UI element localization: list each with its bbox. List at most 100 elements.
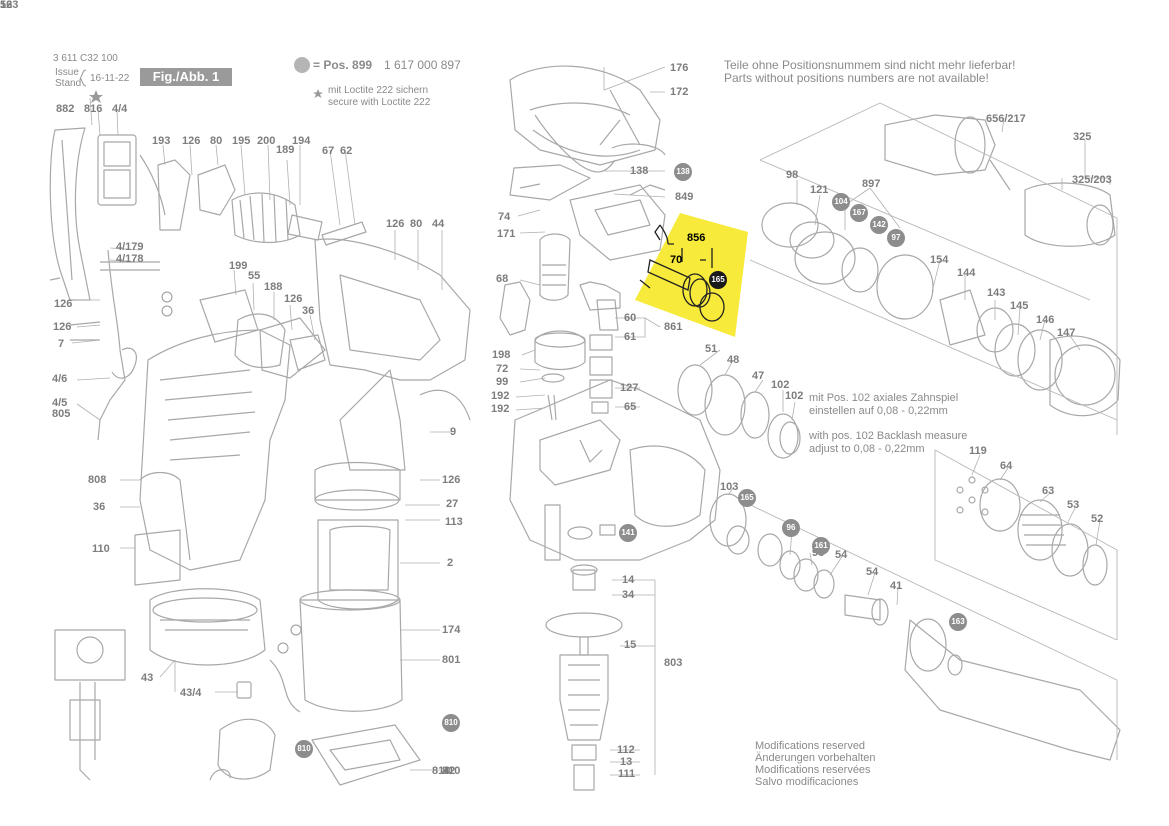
part-label-126: 126 <box>386 218 405 230</box>
part-circle-165-highlighted: 165 <box>709 271 727 289</box>
part-label-145: 145 <box>1010 300 1029 312</box>
part-label-70: 70 <box>670 254 683 266</box>
part-label-856: 856 <box>687 232 706 244</box>
part-label-849: 849 <box>675 191 694 203</box>
part-label-195: 195 <box>232 135 251 147</box>
part-label-897: 897 <box>862 178 881 190</box>
part-circle-104: 104 <box>832 193 850 211</box>
part-label-126: 126 <box>182 135 201 147</box>
backlash-note-en-2: adjust to 0,08 - 0,22mm <box>809 443 925 455</box>
part-circle-163: 163 <box>949 613 967 631</box>
part-label-198: 198 <box>492 349 511 361</box>
part-label-47: 47 <box>752 370 765 382</box>
part-label-171: 171 <box>497 228 516 240</box>
part-label-127: 127 <box>620 382 639 394</box>
part-label-65: 65 <box>624 401 637 413</box>
part-label-4-179: 4/179 <box>116 241 144 253</box>
part-label-54: 54 <box>835 549 848 561</box>
availability-notice-en: Parts without positions numbers are not … <box>724 71 989 85</box>
part-label-176: 176 <box>670 62 689 74</box>
part-label-98: 98 <box>786 169 799 181</box>
modifications-es: Salvo modificaciones <box>755 776 859 788</box>
part-label-15: 15 <box>624 639 637 651</box>
part-label-861: 861 <box>664 321 683 333</box>
part-label-656-217: 656/217 <box>986 113 1026 125</box>
part-label-36: 36 <box>302 305 315 317</box>
part-circle-142: 142 <box>870 216 888 234</box>
part-label-194: 194 <box>292 135 311 147</box>
part-label-63: 63 <box>1042 485 1055 497</box>
part-label-805: 805 <box>52 408 71 420</box>
part-label-119: 119 <box>969 445 987 457</box>
loctite-note-de: mit Loctite 222 sichern <box>328 85 429 96</box>
part-label-126: 126 <box>442 474 461 486</box>
part-circle-165: 165 <box>738 489 756 507</box>
pos-part-number: 1 617 000 897 <box>384 58 461 72</box>
backlash-note-de-2: einstellen auf 0,08 - 0,22mm <box>809 405 948 417</box>
part-label-55: 55 <box>248 270 261 282</box>
part-label-121: 121 <box>810 184 829 196</box>
part-label-199: 199 <box>229 260 248 272</box>
part-label-67: 67 <box>322 145 335 157</box>
part-label-154: 154 <box>930 254 949 266</box>
part-circle-141: 141 <box>619 524 637 542</box>
part-circle-96: 96 <box>782 519 800 537</box>
part-label-801: 801 <box>442 654 461 666</box>
part-label-126: 126 <box>54 298 73 310</box>
stand-label: Stand <box>55 78 82 89</box>
issue-label: Issue <box>55 67 79 78</box>
part-circle-167: 167 <box>850 204 868 222</box>
part-circle-138: 138 <box>674 163 692 181</box>
part-label-52: 52 <box>1091 513 1104 525</box>
part-label-41: 41 <box>890 580 903 592</box>
part-label-882: 882 <box>56 103 75 115</box>
part-label-42: 42 <box>443 765 456 777</box>
part-label-74: 74 <box>498 211 511 223</box>
part-label-80: 80 <box>410 218 423 230</box>
part-label-27: 27 <box>446 498 459 510</box>
part-label-172: 172 <box>670 86 689 98</box>
backlash-note-de-1: mit Pos. 102 axiales Zahnspiel <box>809 392 959 404</box>
part-label-103: 103 <box>720 481 739 493</box>
part-label-144: 144 <box>957 267 976 279</box>
part-label-102: 102 <box>785 390 804 402</box>
part-circle-810: 810 <box>442 714 460 732</box>
part-label-99: 99 <box>496 376 509 388</box>
part-label-188: 188 <box>264 281 283 293</box>
part-label-72: 72 <box>496 363 509 375</box>
part-label-14: 14 <box>622 574 635 586</box>
part-label-61: 61 <box>624 331 637 343</box>
part-label-60: 60 <box>624 312 637 324</box>
loctite-note-en: secure with Loctite 222 <box>328 97 431 108</box>
part-label-325: 325 <box>1073 131 1092 143</box>
part-label-13: 13 <box>620 756 633 768</box>
modifications-en: Modifications reserved <box>755 740 866 752</box>
part-label-36: 36 <box>93 501 106 513</box>
part-label-52: 52 <box>0 0 13 11</box>
part-label-51: 51 <box>705 343 718 355</box>
issue-date: 16-11-22 <box>90 73 130 84</box>
availability-notice-de: Teile ohne Positionsnummem sind nicht me… <box>724 58 1016 72</box>
part-label-48: 48 <box>727 354 740 366</box>
part-circle-810: 810 <box>295 740 313 758</box>
part-label-200: 200 <box>257 135 276 147</box>
part-label-7: 7 <box>58 338 65 350</box>
part-label-803: 803 <box>664 657 683 669</box>
part-label-810: 810 <box>432 765 451 777</box>
part-label-68: 68 <box>496 273 509 285</box>
part-label-147: 147 <box>1057 327 1076 339</box>
part-label-110: 110 <box>92 543 110 555</box>
part-label-34: 34 <box>622 589 635 601</box>
part-label-80: 80 <box>210 135 223 147</box>
figure-label: Fig./Abb. 1 <box>140 68 232 86</box>
part-label-126: 126 <box>53 321 72 333</box>
pos-reference: = Pos. 899 <box>313 58 373 72</box>
part-label-111: 111 <box>618 768 636 780</box>
part-label-43: 43 <box>141 672 154 684</box>
part-circle-97: 97 <box>887 229 905 247</box>
part-label-816: 816 <box>84 103 103 115</box>
part-label-4-178: 4/178 <box>116 253 144 265</box>
part-label-9: 9 <box>450 426 457 438</box>
part-label-163: 163 <box>0 0 19 11</box>
